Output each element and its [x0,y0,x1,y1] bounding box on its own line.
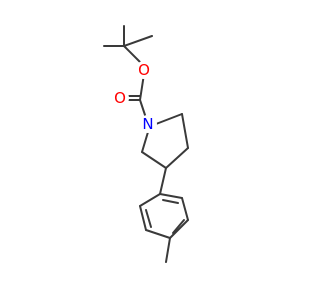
bond-tbu-methyl-right [123,35,153,47]
bond-aryl-2-3 [139,205,147,231]
atom-o-ester: O [135,61,153,79]
bond-aryl-1-2 [139,193,161,207]
tert-butyl-group [103,25,153,67]
bond-aryl-inner-1 [145,209,152,228]
bond-c4-c5 [141,151,167,169]
bond-aryl-inner-2 [172,219,185,234]
atom-n-ring: N [139,115,157,133]
bond-aryl-5-6 [181,197,189,221]
bond-aryl-3-4 [145,229,171,239]
bond-ring-to-aryl [159,167,167,195]
bond-aryl-inner-3 [162,199,179,204]
atom-n-ring-label: N [142,115,153,133]
atom-o-carbonyl: O [111,89,129,107]
atom-o-carbonyl-background [111,89,129,107]
pyrrolidine-ring [141,113,189,169]
bond-n-c2 [155,113,183,125]
atom-o-ester-background [135,61,153,79]
bond-aryl-methyl [165,237,171,263]
atom-n-ring-background [139,115,157,133]
bond-c3-c4 [165,147,189,169]
atom-o-ester-label: O [138,61,150,79]
bond-aryl-6-1 [159,193,183,199]
molecule-structure-diagram: O O N [103,25,189,263]
bond-c2-c3 [181,113,189,149]
bond-c5-n [141,131,149,153]
atom-o-carbonyl-label: O [114,89,126,107]
bond-aryl-4-5 [169,219,189,239]
bond-carbonyl-c-n [139,99,147,119]
tolyl-ring [139,167,189,263]
